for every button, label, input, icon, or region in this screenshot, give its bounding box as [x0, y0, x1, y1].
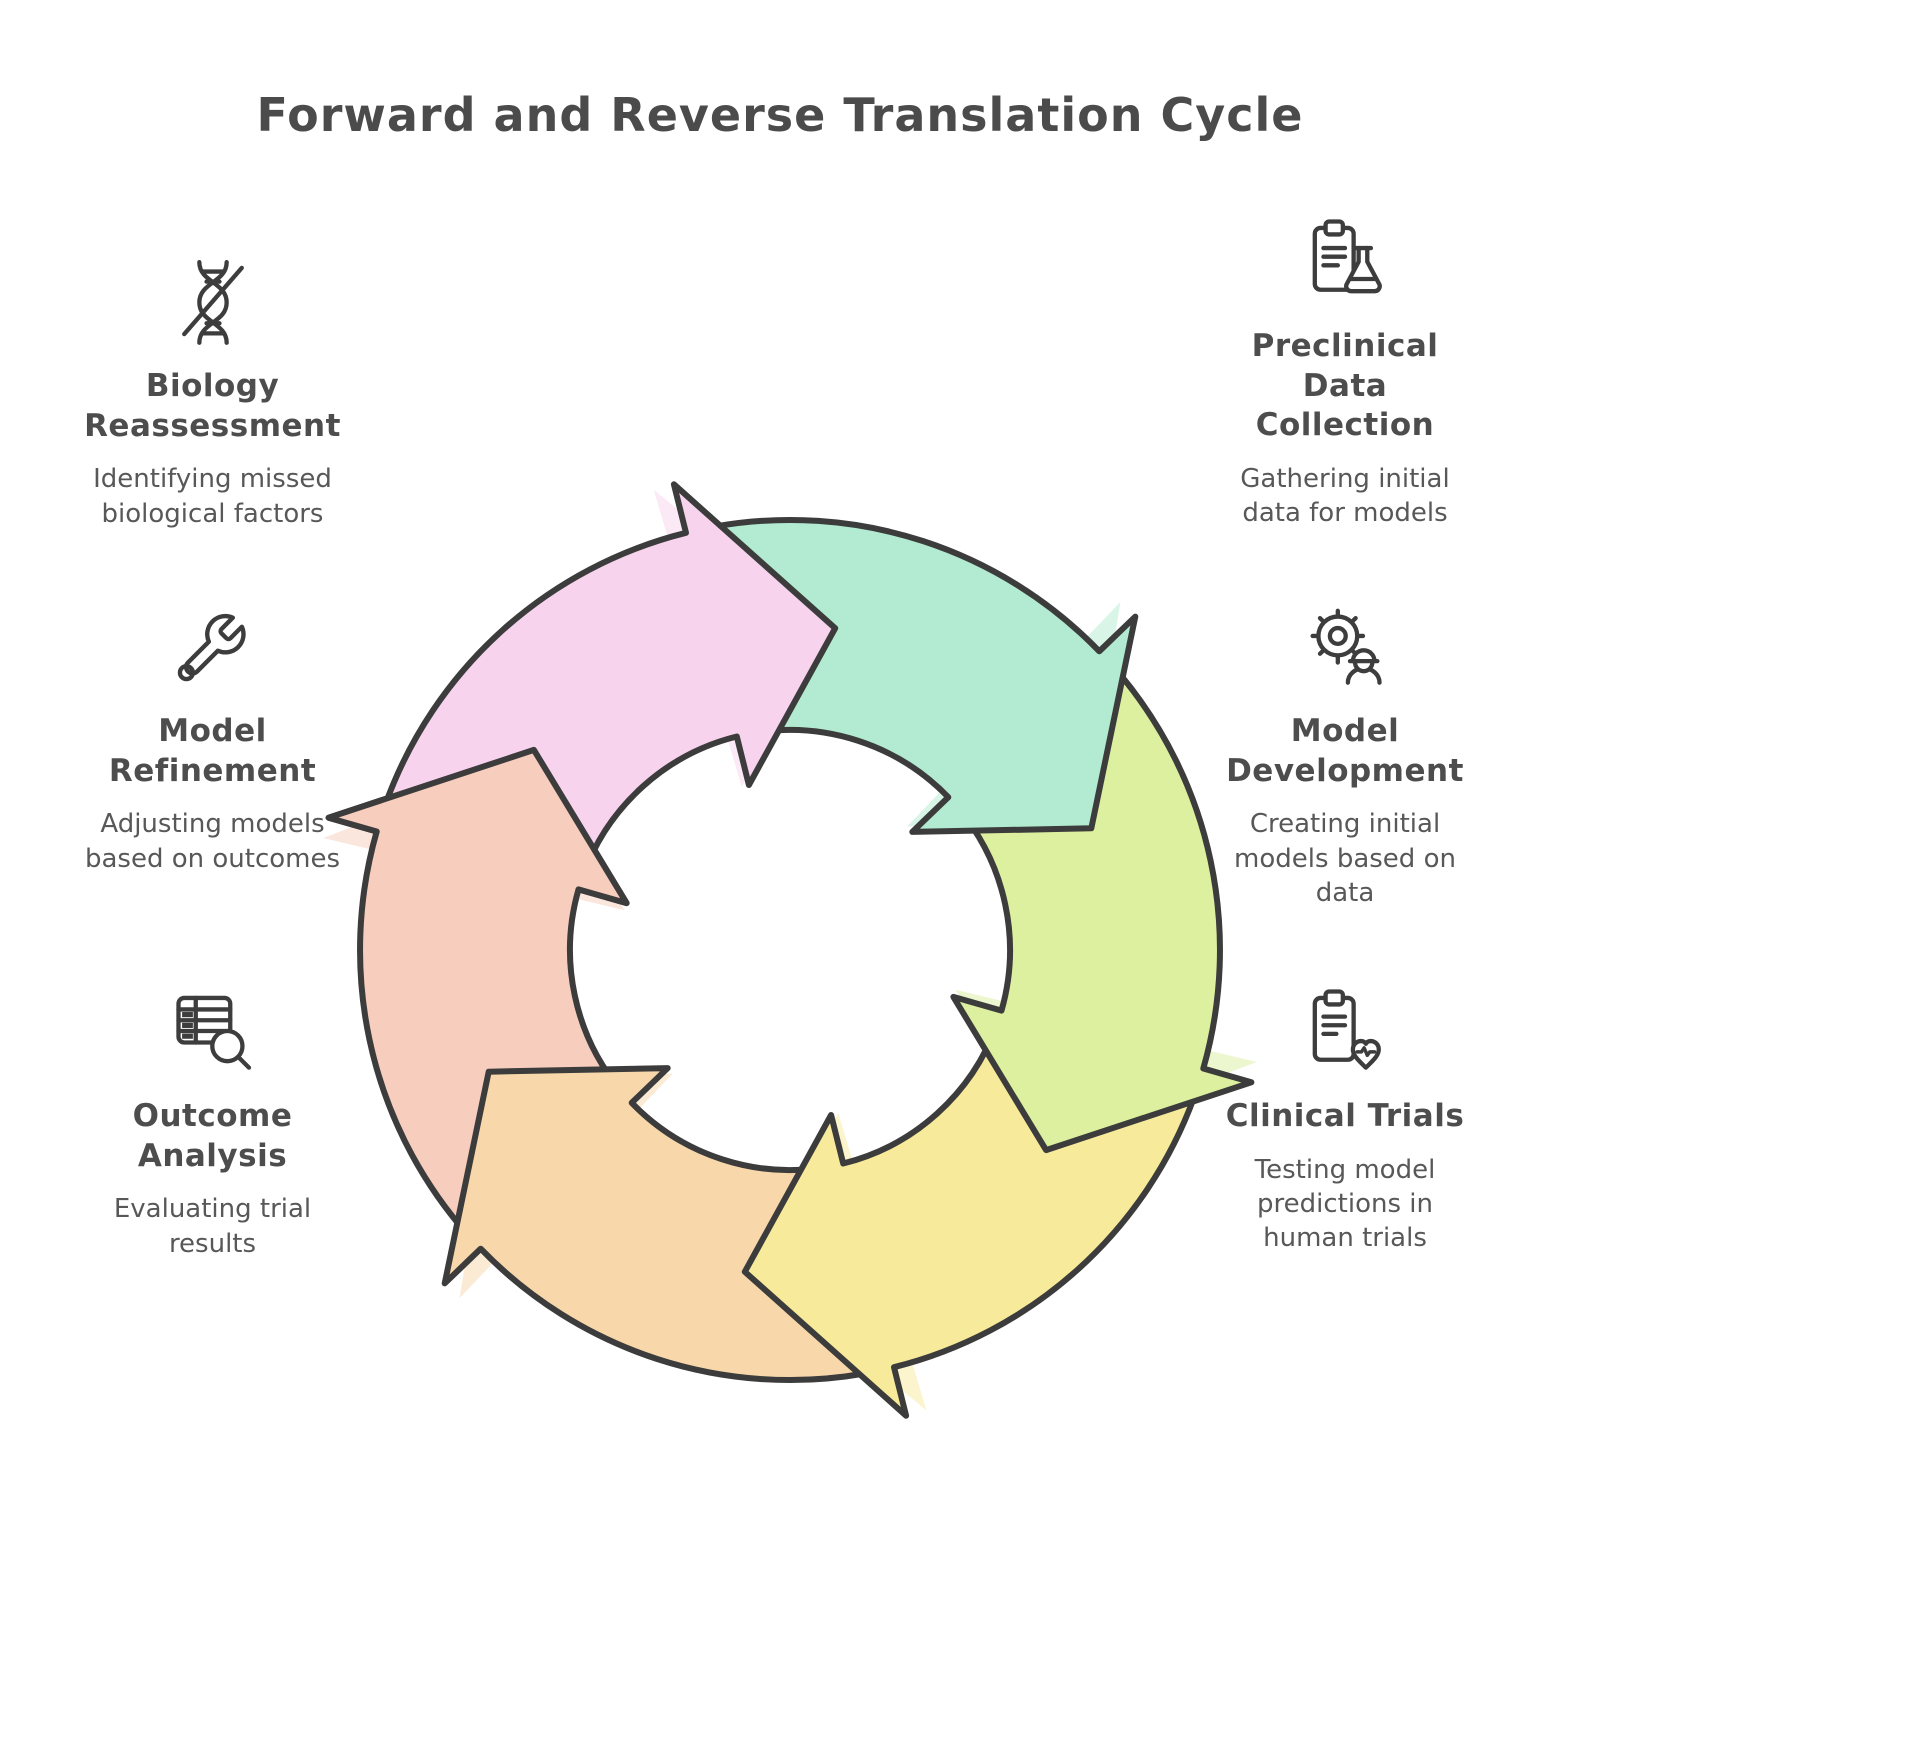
dna-icon — [167, 255, 259, 347]
stage-description: Creating initial models based on data — [1234, 809, 1456, 908]
stage-title: Outcome Analysis — [132, 1098, 293, 1174]
stage-description: Gathering initial data for models — [1240, 464, 1450, 529]
stage-title: Model Development — [1226, 713, 1464, 789]
stage-biology-reassessment: Biology Reassessment Identifying missed … — [70, 255, 355, 531]
stage-title: Clinical Trials — [1225, 1098, 1465, 1134]
stage-description: Testing model predictions in human trial… — [1254, 1154, 1436, 1254]
table-search-icon — [167, 985, 259, 1077]
model-refinement-arrow-head-outline — [325, 746, 630, 907]
clipboard-heart-icon — [1299, 985, 1391, 1077]
model-refinement-arrow-head-fill — [328, 749, 627, 904]
stage-title: Biology Reassessment — [84, 368, 341, 444]
stage-model-refinement: Model Refinement Adjusting models based … — [70, 600, 355, 876]
stage-clinical-trials: Clinical Trials Testing model prediction… — [1215, 985, 1475, 1256]
stage-title: Model Refinement — [108, 713, 317, 789]
outcome-analysis-arrow — [441, 1065, 868, 1383]
stage-title: Preclinical Data Collection — [1251, 328, 1439, 444]
wrench-icon — [167, 600, 259, 692]
stage-description: Identifying missed biological factors — [93, 464, 332, 529]
stage-outcome-analysis: Outcome Analysis Evaluating trial result… — [70, 985, 355, 1261]
cycle-diagram — [323, 481, 1257, 1419]
stage-description: Adjusting models based on outcomes — [84, 809, 341, 874]
preclinical-data-collection-arrow — [712, 517, 1139, 835]
clipboard-flask-icon — [1299, 215, 1391, 307]
page-title: Forward and Reverse Translation Cycle — [256, 88, 1304, 142]
stage-description: Evaluating trial results — [113, 1194, 312, 1259]
stage-preclinical-data-collection: Preclinical Data Collection Gathering in… — [1215, 215, 1475, 531]
stage-model-development: Model Development Creating initial model… — [1215, 600, 1475, 910]
gear-engineer-icon — [1299, 600, 1391, 692]
